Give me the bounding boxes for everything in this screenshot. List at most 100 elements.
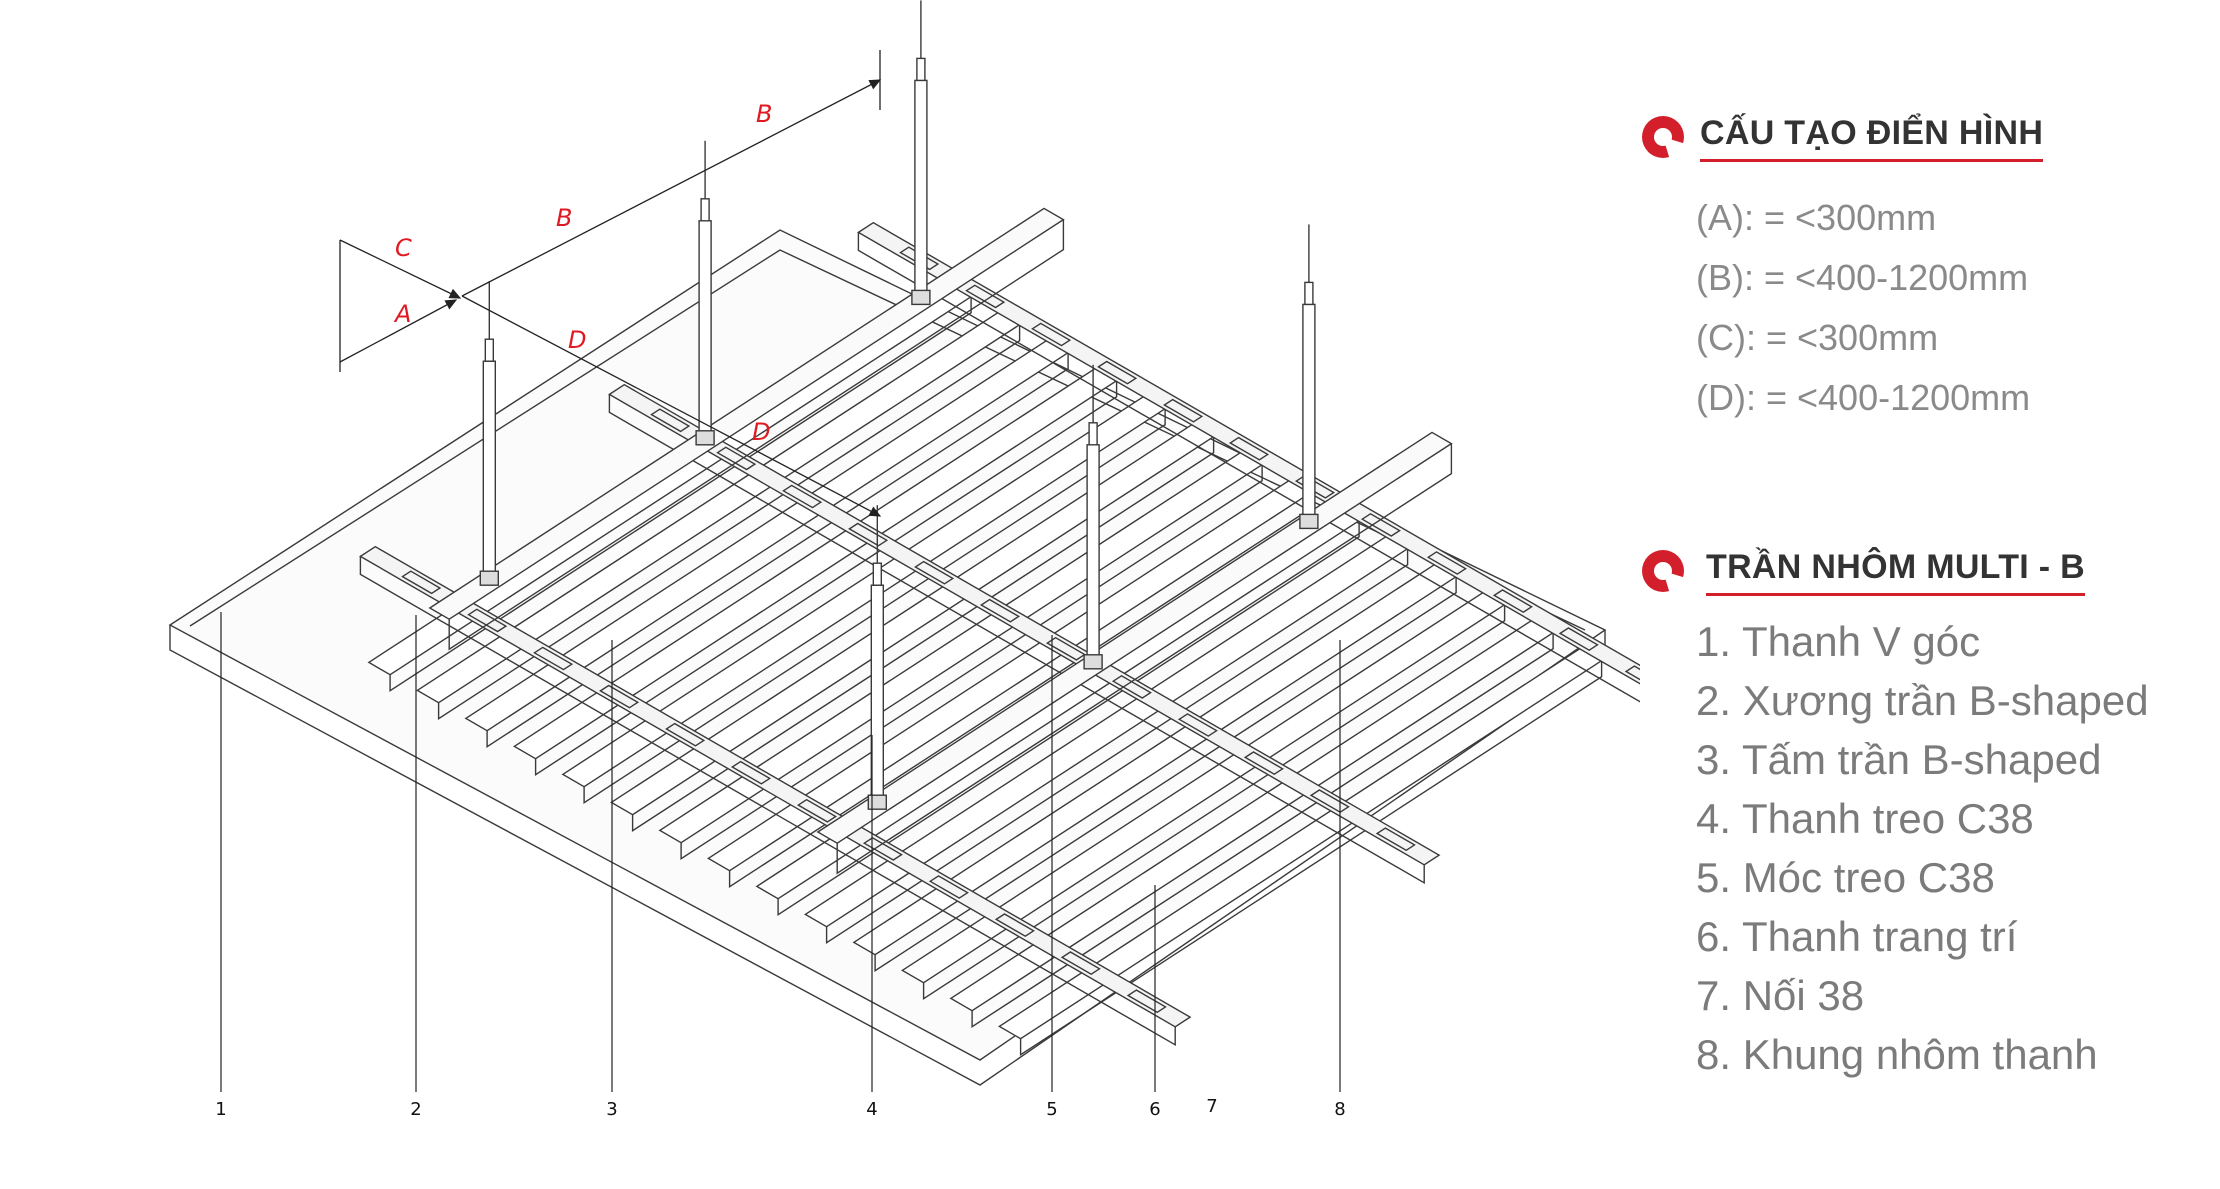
slat-edge: [486, 352, 1069, 748]
product-heading: TRẦN NHÔM MULTI - B: [1706, 547, 2086, 596]
carrier-slot: [599, 684, 640, 709]
hanger-rods: [479, 0, 1319, 810]
callout-5: 5: [1046, 1099, 1057, 1120]
hanger-clip: [1299, 513, 1319, 530]
callout-1: 1: [215, 1099, 226, 1120]
hanger-clip: [867, 794, 887, 810]
slat-edge: [534, 380, 1118, 776]
spec-item: (D): = <400-1200mm: [1696, 377, 2031, 418]
carrier-slot: [1243, 751, 1284, 776]
product-section: TRẦN NHÔM MULTI - B 1. Thanh V góc 2. Xư…: [1640, 538, 2220, 1078]
hanger-thread: [1088, 422, 1098, 446]
slat-edge: [437, 324, 1021, 720]
part-item: 5. Móc treo C38: [1696, 854, 1995, 901]
spec-item: (A): = <300mm: [1696, 197, 1937, 238]
carrier-slot: [665, 722, 706, 747]
carrier-slot: [1426, 551, 1467, 575]
brand-logo-icon: [1642, 116, 1686, 160]
carrier-slot: [1060, 951, 1101, 976]
slat-edge: [389, 296, 972, 692]
slat-edge: [777, 520, 1360, 916]
carrier-slot: [1097, 360, 1138, 385]
carrier-slot: [1492, 589, 1533, 614]
slat-edge: [825, 548, 1409, 944]
ceiling-slats: [367, 283, 1603, 1056]
spec-item: (B): = <400-1200mm: [1696, 257, 2029, 298]
part-item: 1. Thanh V góc: [1696, 618, 1981, 665]
slat-edge: [971, 632, 1554, 1028]
hanger-rod: [1086, 444, 1100, 666]
carrier-slot: [1360, 512, 1401, 537]
callout-7: 7: [1206, 1096, 1217, 1117]
hanger-rod: [870, 584, 884, 806]
callout-leaders: [220, 612, 1341, 1092]
brand-logo-icon: [1642, 550, 1686, 594]
hanger-rod: [482, 360, 496, 582]
carrier-slot: [782, 484, 823, 509]
spec-list: (A): = <300mm (B): = <400-1200mm (C): = …: [1696, 188, 2030, 428]
carrier-slot: [730, 760, 772, 785]
dim-label-d2: D: [752, 418, 770, 446]
carrier-slot: [1375, 827, 1416, 852]
carrier-slot: [928, 875, 969, 899]
part-item: 6. Thanh trang trí: [1696, 913, 2018, 960]
callout-8: 8: [1334, 1099, 1345, 1120]
typical-structure-header: CẤU TẠO ĐIỂN HÌNH: [1640, 104, 2220, 170]
part-item: 2. Xương trần B-shaped: [1696, 677, 2149, 724]
part-item: 4. Thanh treo C38: [1696, 795, 2034, 842]
typical-structure-section: CẤU TẠO ĐIỂN HÌNH (A): = <300mm (B): = <…: [1640, 104, 2220, 418]
carrier-slot: [1624, 665, 1640, 681]
product-header: TRẦN NHÔM MULTI - B: [1640, 538, 2220, 604]
carrier-slot: [1309, 789, 1350, 814]
carrier-slot: [1558, 627, 1599, 652]
slat-edge: [922, 604, 1506, 1000]
carrier-slot: [401, 570, 442, 595]
part-item: 8. Khung nhôm thanh: [1696, 1031, 2098, 1078]
hanger-thread: [1304, 281, 1314, 306]
part-item: 3. Tấm trần B-shaped: [1696, 736, 2102, 783]
carrier-slot: [914, 560, 955, 585]
carrier-slot: [650, 408, 691, 433]
channel-side: [836, 443, 1453, 875]
carrier-slot: [994, 913, 1035, 938]
carrier-slot: [467, 608, 508, 633]
hanger-clip: [1083, 654, 1103, 670]
carrier-slot: [716, 446, 757, 471]
dim-label-c: C: [395, 234, 412, 262]
carrier-rails: [359, 221, 1640, 1047]
carrier-slot: [965, 284, 1006, 309]
channel-side: [448, 219, 1065, 651]
hanger-thread: [484, 338, 494, 362]
hanger-thread: [872, 562, 882, 586]
slat-edge: [874, 576, 1457, 972]
callout-3: 3: [606, 1099, 617, 1120]
carrier-slot: [1163, 398, 1204, 423]
c38-channels: [428, 207, 1453, 875]
part-item: 7. Nối 38: [1696, 972, 1865, 1019]
ceiling-structure-diagram: A C B B D D 1 2 3 4 5 6 7 8: [168, 0, 1640, 1120]
hanger-clip: [695, 430, 715, 446]
slat-edge: [1019, 660, 1603, 1056]
carrier-slot: [848, 522, 889, 547]
hanger-rod: [698, 220, 712, 442]
spec-item: (C): = <300mm: [1696, 317, 1939, 358]
typical-structure-heading: CẤU TẠO ĐIỂN HÌNH: [1700, 113, 2044, 162]
hanger-rod: [914, 79, 928, 302]
carrier-slot: [1228, 436, 1270, 461]
carrier-slot: [979, 598, 1021, 623]
carrier-slot: [1294, 474, 1336, 499]
carrier-slot: [1177, 713, 1218, 737]
slat-edge: [631, 436, 1215, 832]
hanger-rod: [1302, 303, 1316, 526]
carrier-slot: [1126, 989, 1167, 1014]
dim-label-b1: B: [556, 204, 572, 232]
carrier-slot: [1031, 322, 1072, 347]
hanger-thread: [916, 57, 926, 82]
hanger-thread: [700, 198, 710, 222]
callout-6: 6: [1149, 1099, 1160, 1120]
carrier-slot: [796, 798, 838, 823]
callout-2: 2: [410, 1099, 421, 1120]
hanger-clip: [479, 570, 499, 586]
callout-4: 4: [866, 1099, 877, 1120]
carrier-slot: [533, 646, 574, 671]
